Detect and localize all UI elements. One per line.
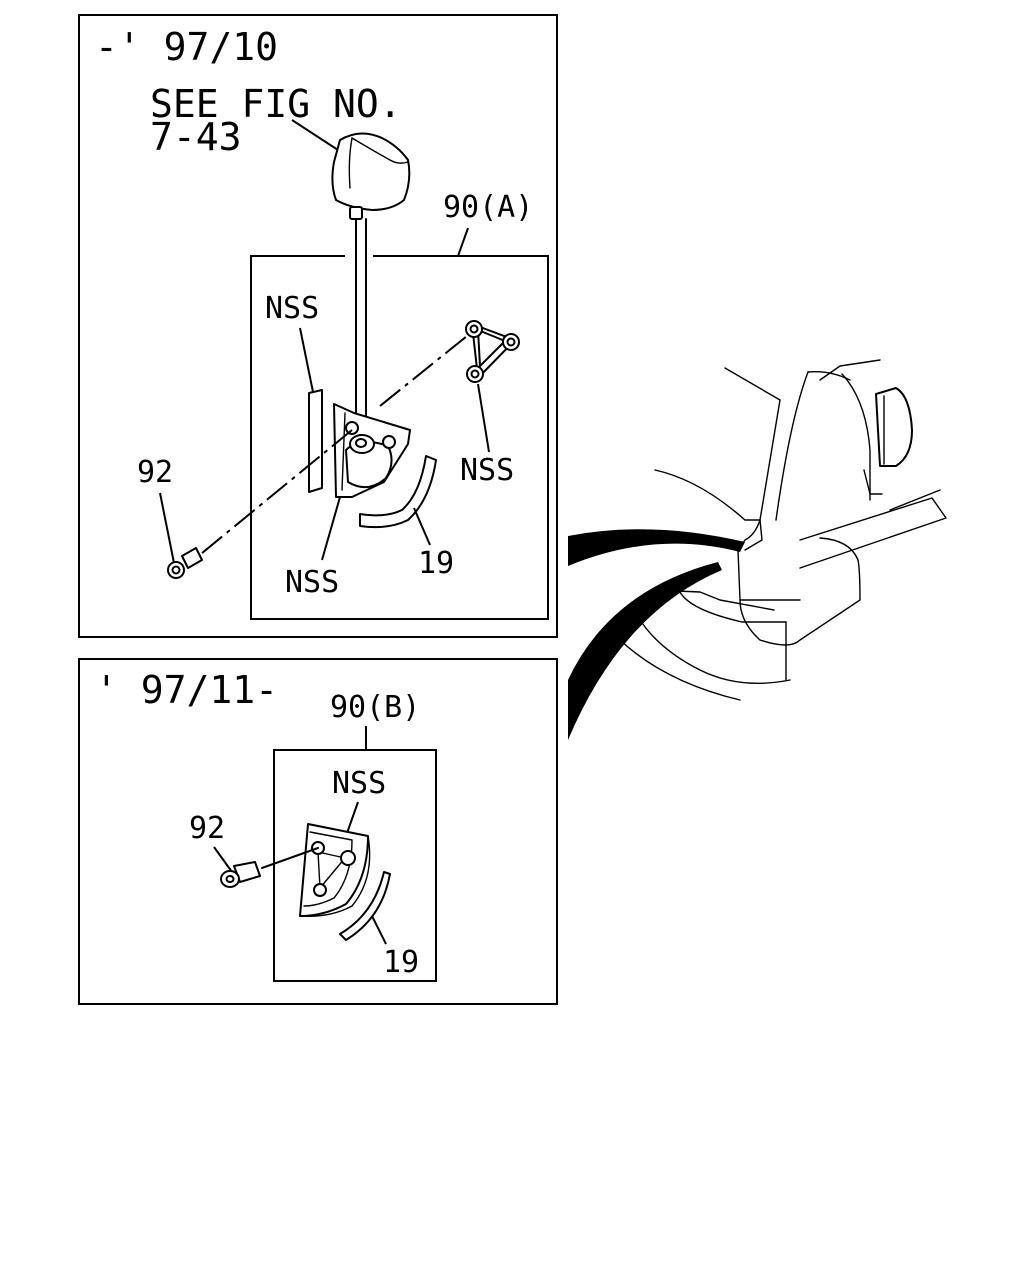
see-fig-leader	[291, 119, 339, 151]
nss-b-label: NSS	[332, 766, 386, 801]
knob-part	[331, 132, 411, 220]
nss-link-label: NSS	[460, 453, 514, 488]
nss-bracket-leader	[321, 496, 341, 561]
nss-b-leader	[345, 801, 359, 837]
bracket-part	[333, 403, 411, 498]
nss-link-leader	[477, 383, 490, 453]
alignment-line-upper	[379, 331, 473, 407]
assembly-a-leader	[457, 227, 469, 257]
nss-strip-label: NSS	[265, 291, 319, 326]
seal-19-label: 19	[418, 546, 454, 581]
panel-top-date-range: -' 97/10	[95, 25, 278, 69]
assembly-a-frame	[250, 255, 549, 620]
assembly-b-label: 90(B)	[330, 690, 420, 725]
link-part	[465, 320, 520, 383]
bolt-92-part	[167, 547, 203, 579]
bracket-b-part	[299, 823, 371, 917]
bolt-92b-axis	[261, 847, 319, 869]
bolt-92b-label: 92	[189, 811, 225, 846]
panel-bottom-frame	[78, 658, 558, 1005]
see-fig-text: SEE FIG NO.	[150, 82, 402, 126]
nss-strip-leader	[299, 327, 314, 393]
assembly-b-frame	[273, 749, 437, 982]
panel-top-frame	[78, 14, 558, 638]
panel-bottom: ' 97/11- 90(B) NSS 92 19	[78, 658, 558, 1005]
seal-19b-leader	[371, 915, 387, 945]
bolt-92-leader	[159, 492, 175, 564]
seal-19-part	[359, 455, 437, 529]
alignment-line-lower	[195, 429, 353, 559]
bolt-92b-part	[220, 861, 261, 888]
location-arrow-icon	[568, 529, 745, 740]
nss-bracket-label: NSS	[285, 565, 339, 600]
seal-19-leader	[413, 507, 431, 546]
fig-number-text: 7-43	[150, 115, 242, 159]
seal-19b-part	[339, 871, 391, 941]
seal-19b-label: 19	[383, 945, 419, 980]
bolt-92-label: 92	[137, 455, 173, 490]
nss-strip-part	[308, 389, 323, 493]
bolt-92b-leader	[213, 846, 233, 873]
vehicle-rear-corner-icon	[619, 359, 947, 701]
panel-bottom-date-range: ' 97/11-	[95, 668, 278, 712]
panel-top: -' 97/10 SEE FIG NO. 7-43 90(A) NSS	[78, 14, 558, 638]
assembly-a-label: 90(A)	[443, 190, 533, 225]
